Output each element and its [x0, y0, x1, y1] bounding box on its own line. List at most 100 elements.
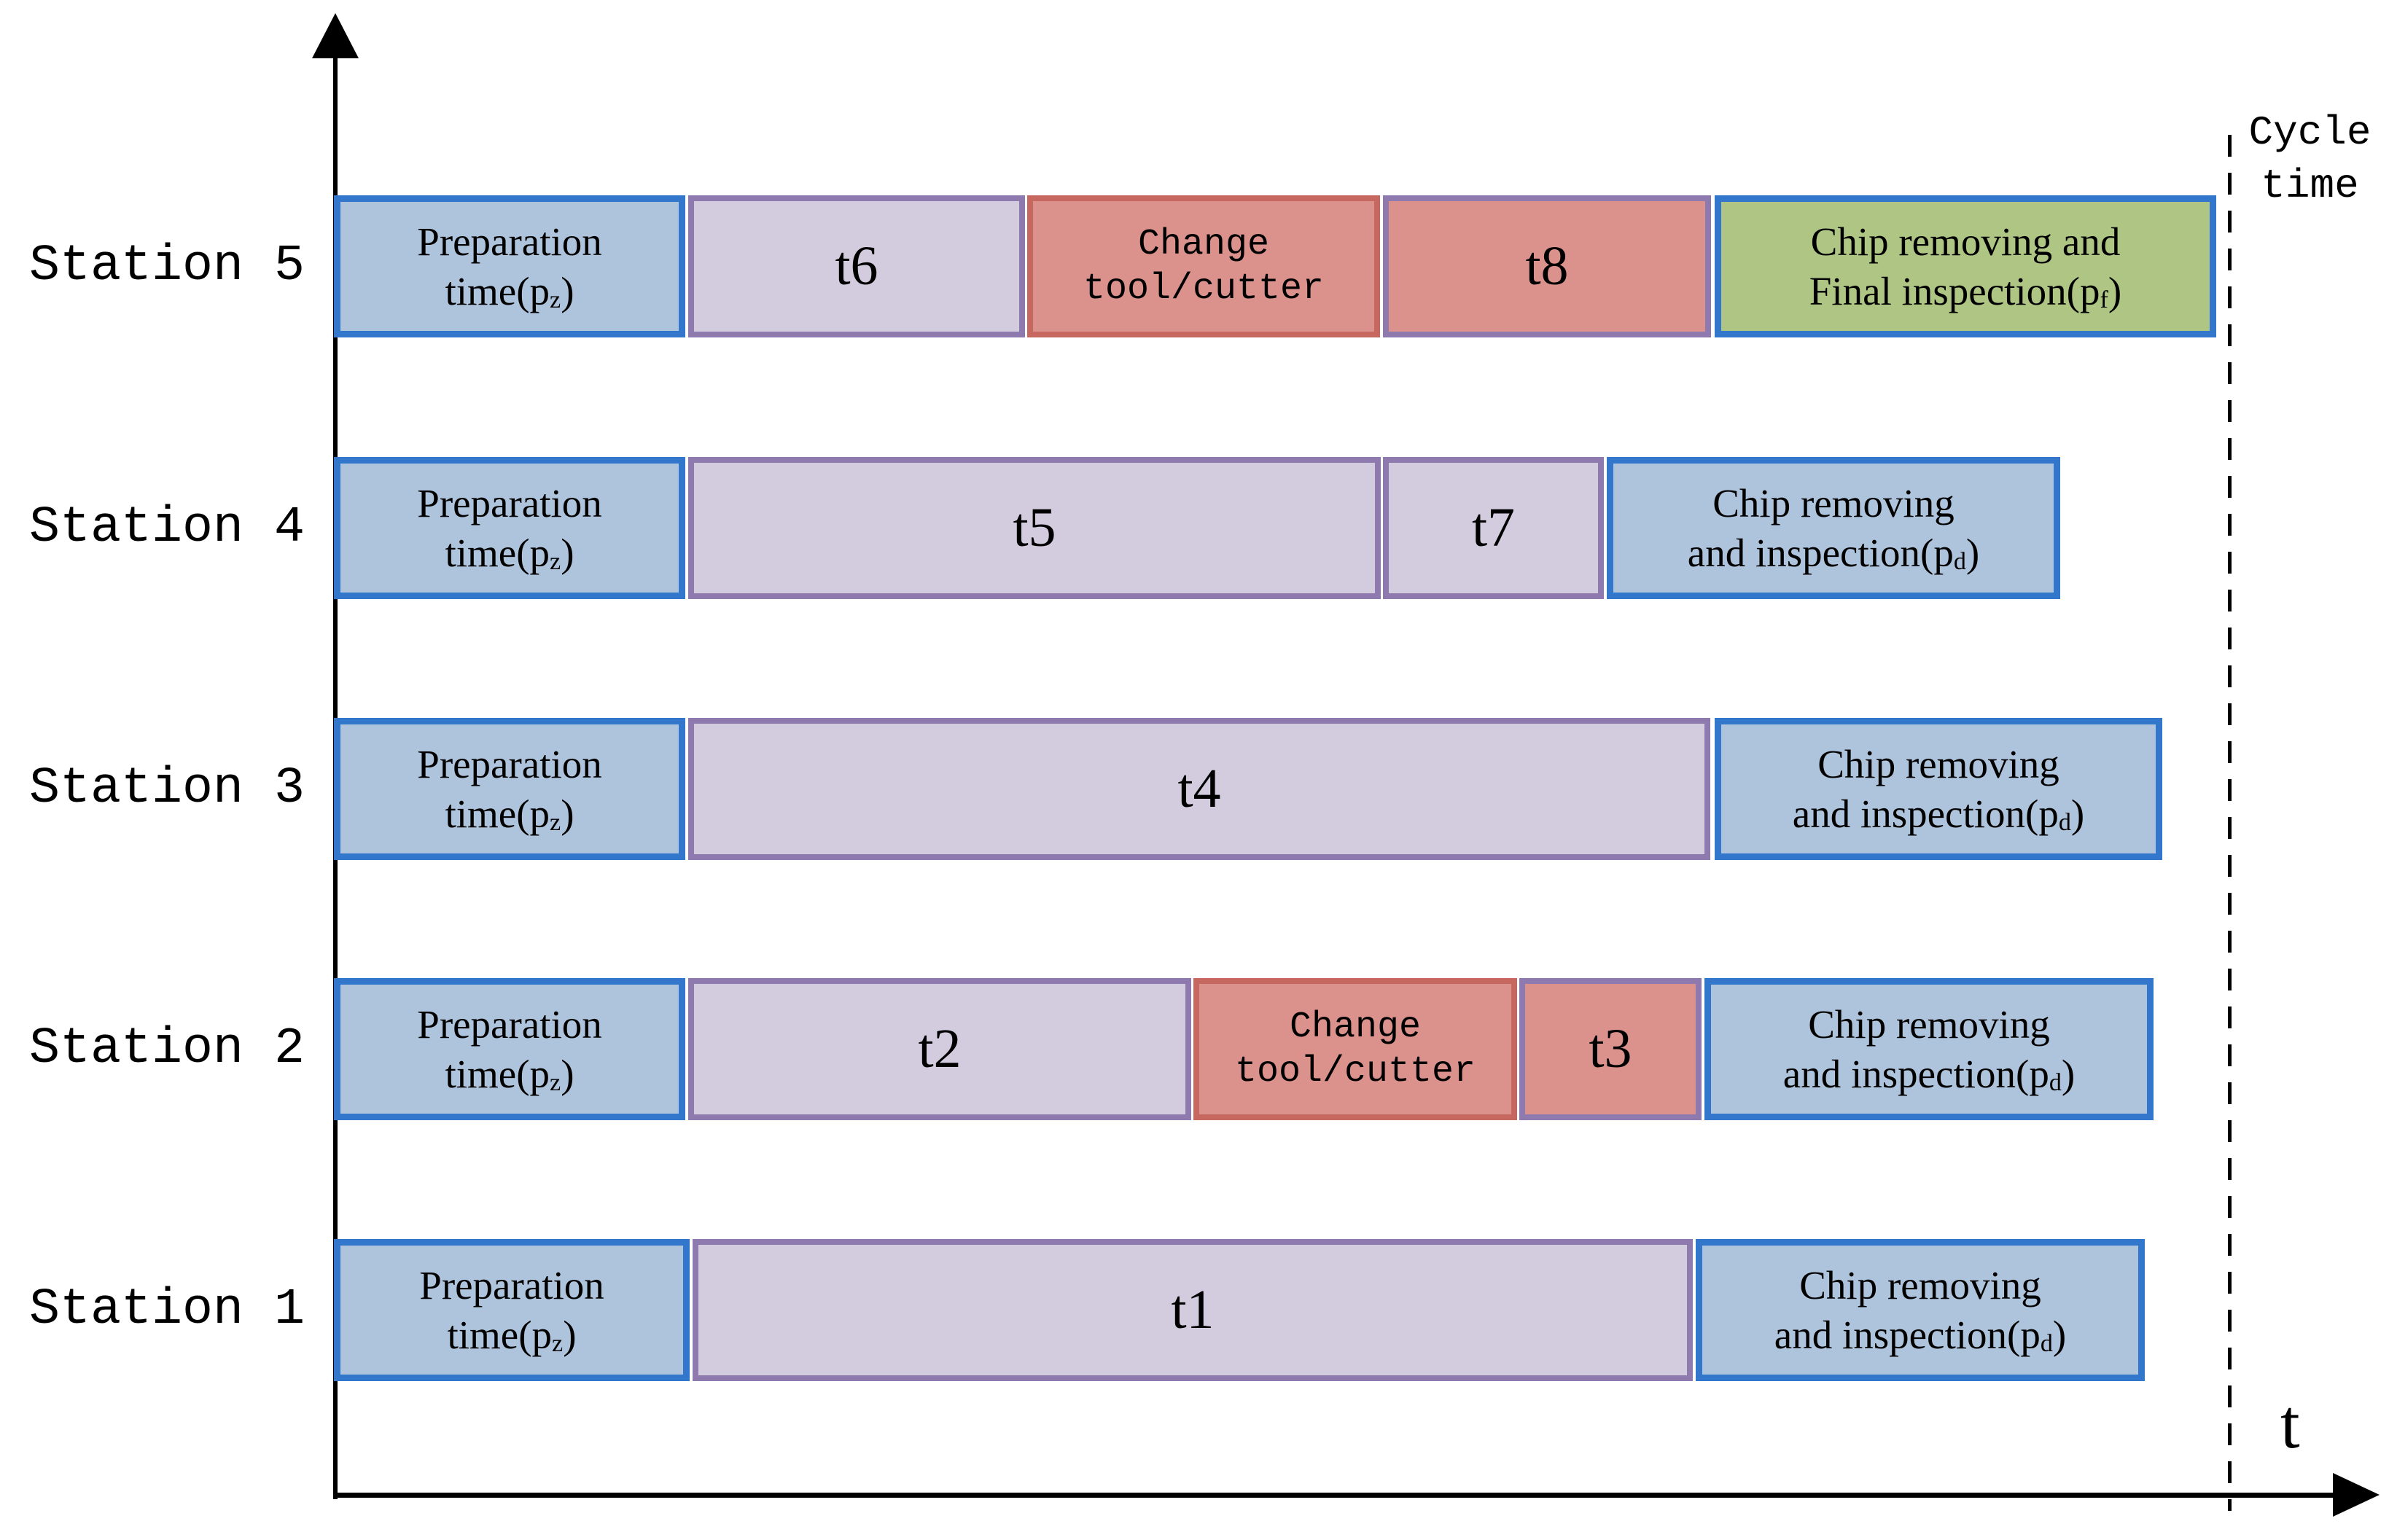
station-label-station-1: Station 1 — [28, 1281, 305, 1339]
subscript-text: z — [550, 1068, 561, 1096]
block-s2-t2: t2 — [688, 978, 1191, 1120]
block-label-line: time(pz) — [340, 789, 679, 838]
block-label-line: tool/cutter — [1033, 267, 1374, 311]
label-text: Chip removing — [1712, 481, 1955, 526]
cycle-time-label-line2: time — [2261, 162, 2359, 209]
label-text: time(p — [445, 530, 550, 575]
label-text: t6 — [835, 235, 878, 297]
block-s5-t8: t8 — [1383, 195, 1711, 337]
label-text: ) — [561, 268, 574, 313]
label-text: and inspection(p — [1782, 1051, 2049, 1096]
label-text: Chip removing — [1799, 1263, 2041, 1308]
block-label-line: Preparation — [340, 1261, 683, 1310]
block-s5-t6: t6 — [688, 195, 1025, 337]
block-label-line: Preparation — [340, 479, 679, 528]
block-label-line: Chip removing — [1702, 1261, 2138, 1310]
label-text: Change — [1289, 1006, 1422, 1048]
subscript-text: d — [1953, 547, 1966, 575]
label-text: Preparation — [417, 742, 602, 787]
block-label-line: t8 — [1389, 232, 1705, 300]
subscript-text: z — [552, 1329, 564, 1357]
label-text: Chip removing — [1808, 1002, 2050, 1047]
block-s3-t4: t4 — [688, 718, 1710, 860]
label-text: Chip removing and — [1810, 219, 2121, 265]
label-text: and inspection(p — [1687, 530, 1954, 575]
cycle-time-label-line1: Cycle — [2248, 109, 2372, 156]
station-label-station-5: Station 5 — [28, 238, 305, 295]
label-text: ) — [2061, 1051, 2076, 1096]
block-label-line: Change — [1199, 1005, 1511, 1050]
block-label: t6 — [694, 232, 1019, 300]
label-text: t5 — [1013, 497, 1056, 559]
block-label-line: and inspection(pd) — [1711, 1050, 2147, 1098]
subscript-text: f — [2100, 286, 2108, 313]
label-text: t1 — [1171, 1279, 1215, 1341]
label-text: ) — [563, 1312, 577, 1357]
label-text: Change — [1137, 223, 1270, 265]
label-text: t4 — [1177, 758, 1221, 820]
y-axis-arrowhead-icon — [312, 13, 359, 58]
block-label: t3 — [1525, 1015, 1696, 1083]
label-text: ) — [2108, 268, 2122, 313]
label-text: ) — [2070, 791, 2085, 836]
subscript-text: d — [2040, 1329, 2053, 1357]
block-label-line: t1 — [698, 1276, 1687, 1344]
block-label-line: and inspection(pd) — [1702, 1310, 2138, 1359]
label-text: Final inspection(p — [1809, 268, 2100, 313]
x-axis-line — [333, 1493, 2339, 1498]
block-label: t4 — [694, 755, 1704, 823]
label-text: Preparation — [417, 219, 602, 265]
label-text: t8 — [1525, 235, 1569, 297]
label-text: tool/cutter — [1234, 1050, 1476, 1093]
subscript-text: z — [550, 808, 561, 836]
subscript-text: z — [550, 286, 561, 313]
label-text: t3 — [1589, 1018, 1632, 1080]
block-label: t8 — [1389, 232, 1705, 300]
label-text: time(p — [445, 791, 550, 836]
station-label-station-2: Station 2 — [28, 1020, 305, 1078]
block-label-line: Chip removing — [1711, 1000, 2147, 1049]
block-s4-t5: t5 — [688, 457, 1381, 599]
label-text: Preparation — [419, 1263, 604, 1308]
station-label-station-4: Station 4 — [28, 499, 305, 557]
block-label: t2 — [694, 1015, 1185, 1083]
block-label-line: and inspection(pd) — [1613, 528, 2054, 577]
label-text: and inspection(p — [1792, 791, 2059, 836]
block-label-line: t3 — [1525, 1015, 1696, 1083]
block-s4-t7: t7 — [1383, 457, 1604, 599]
label-text: time(p — [445, 1051, 550, 1096]
block-label-line: Final inspection(pf) — [1721, 267, 2210, 316]
block-label-line: time(pz) — [340, 528, 679, 577]
label-text: ) — [561, 530, 574, 575]
block-s1-t1: t1 — [693, 1239, 1693, 1381]
label-text: time(p — [447, 1312, 553, 1357]
block-label: t5 — [694, 494, 1375, 562]
block-label: t7 — [1389, 494, 1598, 562]
block-label-line: Chip removing — [1613, 479, 2054, 528]
label-text: Preparation — [417, 481, 602, 526]
label-text: Chip removing — [1817, 742, 2059, 787]
block-label-line: Change — [1033, 222, 1374, 267]
label-text: tool/cutter — [1083, 267, 1325, 310]
block-label-line: t5 — [694, 494, 1375, 562]
label-text: Preparation — [417, 1002, 602, 1047]
subscript-text: d — [2058, 808, 2071, 836]
block-label-line: tool/cutter — [1199, 1050, 1511, 1094]
block-label-line: time(pz) — [340, 1310, 683, 1359]
